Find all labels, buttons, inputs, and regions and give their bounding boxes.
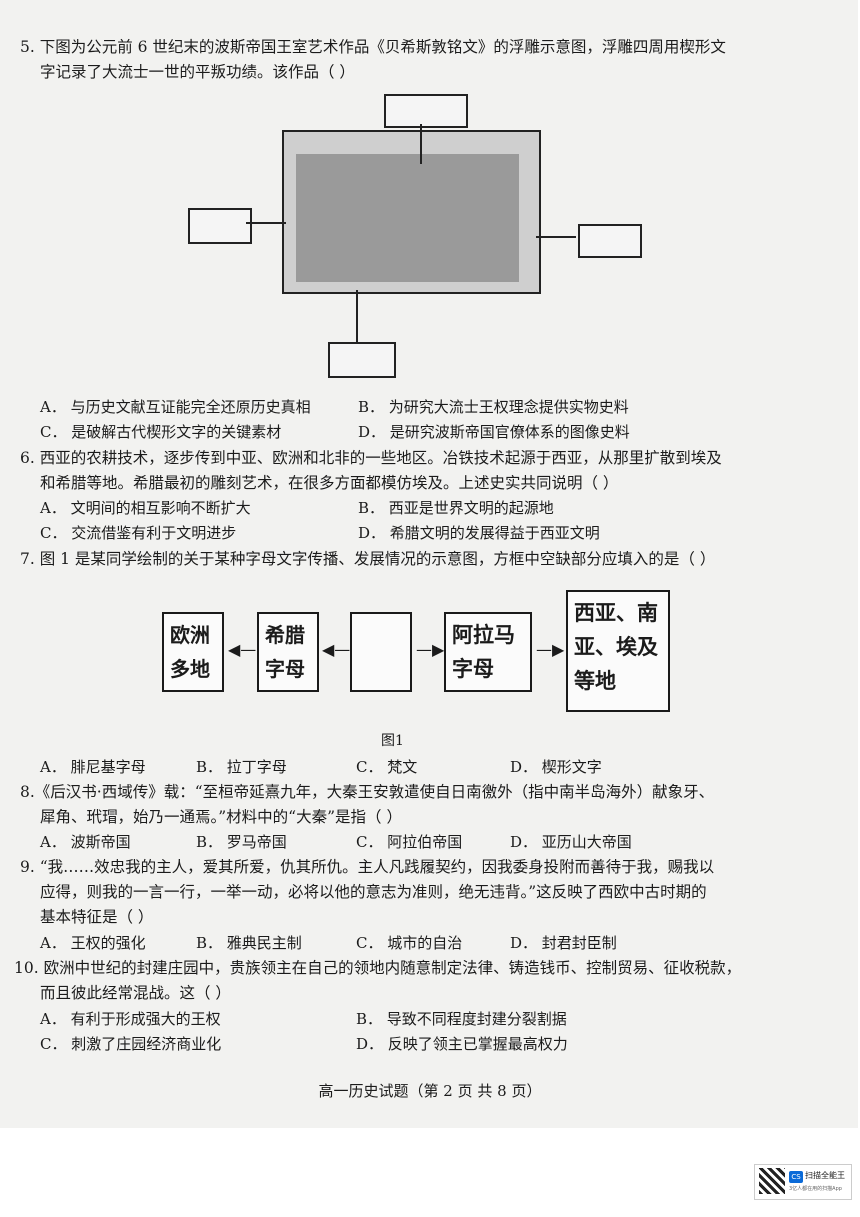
connector-right (536, 236, 576, 238)
q8-option-d: D． 亚历山大帝国 (510, 833, 632, 851)
q5-option-d: D． 是研究波斯帝国官僚体系的图像史料 (358, 423, 630, 441)
q7-option-a: A． 腓尼基字母 (40, 758, 146, 776)
q10-stem-line2: 而且彼此经常混战。这（ ） (40, 984, 231, 1002)
qr-code-icon (759, 1168, 785, 1194)
relief-image (282, 130, 541, 294)
q10-stem-line1: 10. 欧洲中世纪的封建庄园中，贵族领主在自己的领地内随意制定法律、铸造钱币、控… (14, 959, 742, 977)
q8-option-b: B． 罗马帝国 (196, 833, 287, 851)
q6-option-b: B． 西亚是世界文明的起源地 (358, 499, 554, 517)
arrow-left-2: ◀— (322, 640, 351, 659)
q8-option-a: A． 波斯帝国 (40, 833, 131, 851)
box-region: 西亚、南亚、埃及等地 (566, 590, 670, 712)
scanner-name: 扫描全能王 (805, 1171, 845, 1180)
box-aramaic: 阿拉马字母 (444, 612, 532, 692)
label-box-left (188, 208, 252, 244)
label-box-bottom (328, 342, 396, 378)
q7-option-b: B． 拉丁字母 (196, 758, 287, 776)
q7-option-c: C． 梵文 (356, 758, 418, 776)
page-footer: 高一历史试题（第 2 页 共 8 页） (318, 1082, 542, 1100)
q10-option-a: A． 有利于形成强大的王权 (40, 1010, 221, 1028)
relief-carving (296, 154, 519, 282)
q5-option-b: B． 为研究大流士王权理念提供实物史料 (358, 398, 629, 416)
arrow-right-1: —▶ (416, 640, 445, 659)
exam-page: 5. 下图为公元前 6 世纪末的波斯帝国王室艺术作品《贝希斯敦铭文》的浮雕示意图… (0, 0, 858, 1128)
q8-stem-line2: 犀角、玳瑁，始乃一通焉。”材料中的“大秦”是指（ ） (40, 808, 402, 826)
q6-option-c: C． 交流借鉴有利于文明进步 (40, 524, 237, 542)
q9-option-c: C． 城市的自治 (356, 934, 463, 952)
q9-stem-line3: 基本特征是（ ） (40, 908, 154, 926)
q5-stem-line1: 5. 下图为公元前 6 世纪末的波斯帝国王室艺术作品《贝希斯敦铭文》的浮雕示意图… (20, 38, 726, 56)
connector-bottom (356, 290, 358, 342)
arrow-left-1: ◀— (228, 640, 257, 659)
q9-stem-line2: 应得，则我的一言一行，一举一动，必将以他的意志为准则，绝无违背。”这反映了西欧中… (40, 883, 707, 901)
connector-left (246, 222, 286, 224)
q10-option-b: B． 导致不同程度封建分裂割据 (356, 1010, 567, 1028)
arrow-right-2: —▶ (536, 640, 565, 659)
scanner-watermark: CS 扫描全能王 3亿人都在用的扫描App (754, 1164, 852, 1200)
q5-option-c: C． 是破解古代楔形文字的关键素材 (40, 423, 282, 441)
figure-caption: 图1 (381, 733, 404, 749)
q8-stem-line1: 8.《后汉书·西域传》载：“至桓帝延熹九年，大秦王安敦遣使自日南徼外（指中南半岛… (20, 783, 715, 801)
connector-top (420, 124, 422, 164)
label-box-right (578, 224, 642, 258)
q6-option-a: A． 文明间的相互影响不断扩大 (40, 499, 251, 517)
q9-option-d: D． 封君封臣制 (510, 934, 617, 952)
box-blank (350, 612, 412, 692)
box-greek: 希腊字母 (257, 612, 319, 692)
q7-option-d: D． 楔形文字 (510, 758, 602, 776)
q8-option-c: C． 阿拉伯帝国 (356, 833, 463, 851)
label-box-top (384, 94, 468, 128)
scanner-tagline: 3亿人都在用的扫描App (789, 1186, 842, 1192)
q9-option-b: B． 雅典民主制 (196, 934, 302, 952)
q7-stem-line1: 7. 图 1 是某同学绘制的关于某种字母文字传播、发展情况的示意图，方框中空缺部… (20, 550, 716, 568)
q10-option-d: D． 反映了领主已掌握最高权力 (356, 1035, 568, 1053)
q9-option-a: A． 王权的强化 (40, 934, 146, 952)
box-europe: 欧洲多地 (162, 612, 224, 692)
cs-logo-icon: CS (789, 1171, 803, 1183)
q6-option-d: D． 希腊文明的发展得益于西亚文明 (358, 524, 600, 542)
q5-stem-line2: 字记录了大流士一世的平叛功绩。该作品（ ） (40, 63, 355, 81)
q5-option-a: A． 与历史文献互证能完全还原历史真相 (40, 398, 311, 416)
q9-stem-line1: 9. “我……效忠我的主人，爱其所爱，仇其所仇。主人凡践履契约，因我委身投附而善… (20, 858, 715, 876)
q10-option-c: C． 刺激了庄园经济商业化 (40, 1035, 222, 1053)
q6-stem-line1: 6. 西亚的农耕技术，逐步传到中亚、欧洲和北非的一些地区。冶铁技术起源于西亚，从… (20, 449, 722, 467)
q6-stem-line2: 和希腊等地。希腊最初的雕刻艺术，在很多方面都模仿埃及。上述史实共同说明（ ） (40, 474, 619, 492)
